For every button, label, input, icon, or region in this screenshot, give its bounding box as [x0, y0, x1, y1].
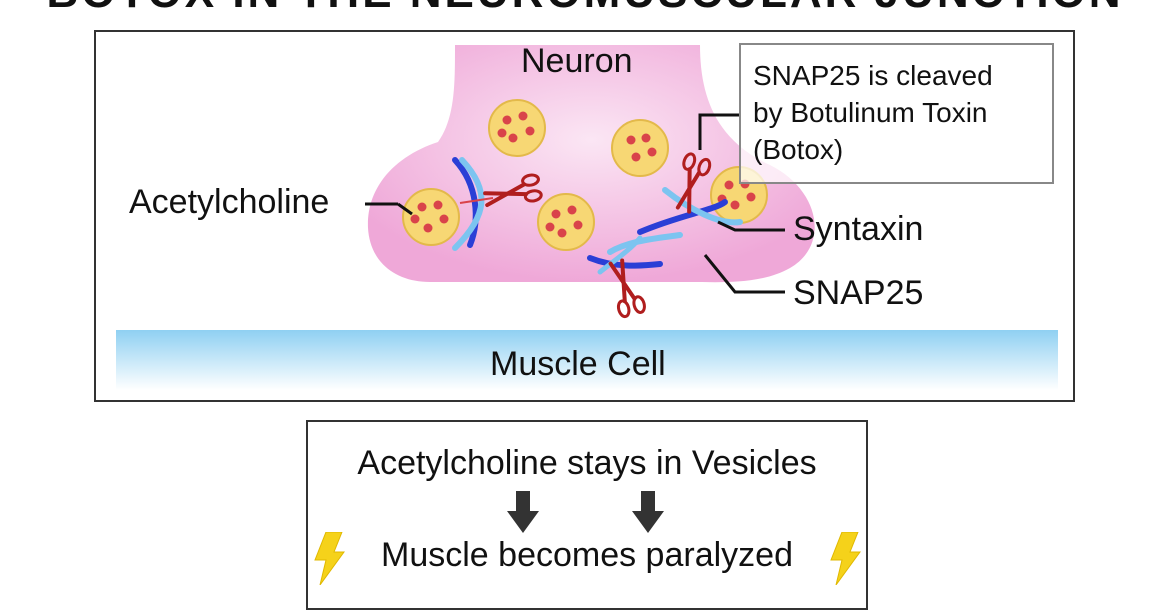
lightning-icon: [830, 532, 861, 585]
diagram-canvas: [116, 45, 1058, 390]
botox-callout: SNAP25 is cleaved by Botulinum Toxin (Bo…: [739, 43, 1054, 184]
down-arrow-icon: [507, 491, 539, 533]
syntaxin-strand: [637, 199, 728, 235]
vesicle-icon: [537, 193, 595, 251]
callout-line-1: SNAP25 is cleaved: [753, 60, 993, 91]
outcome-box: Acetylcholine stays in Vesicles Muscle b…: [306, 420, 868, 610]
scissors-icon: [483, 173, 543, 208]
muscle-cell-band: [116, 330, 1058, 390]
outcome-line-1: Acetylcholine stays in Vesicles: [357, 444, 817, 482]
page-title: BOTOX IN THE NEUROMUSCULAR JUNCTION: [0, 0, 1170, 18]
acetylcholine-label: Acetylcholine: [129, 183, 330, 221]
vesicle-icon: [402, 188, 460, 246]
muscle-cell-label: Muscle Cell: [490, 345, 666, 383]
scissors-icon: [675, 152, 712, 214]
scissors-icon: [608, 258, 646, 319]
snap25-strand: [452, 157, 485, 251]
snap25-strand: [607, 232, 683, 255]
neuron-label: Neuron: [521, 42, 633, 80]
neuron-body: [367, 45, 815, 283]
diagram-frame: [94, 30, 1075, 402]
outcome-line-2: Muscle becomes paralyzed: [381, 536, 793, 574]
syntaxin-strand: [587, 255, 663, 269]
snap25-strand: [597, 235, 643, 275]
vesicle-icon: [611, 119, 669, 177]
lightning-icon: [314, 532, 345, 585]
callout-line-2: by Botulinum Toxin: [753, 97, 988, 128]
down-arrow-icon: [632, 491, 664, 533]
callout-line-3: (Botox): [753, 134, 844, 165]
syntaxin-label: Syntaxin: [793, 210, 924, 248]
leader-syntaxin: [717, 220, 785, 232]
leader-snap25: [703, 254, 785, 294]
syntaxin-strand: [452, 157, 479, 248]
leader-callout: [698, 113, 741, 150]
snap25-label: SNAP25: [793, 274, 924, 312]
vesicle-icon: [488, 99, 546, 157]
snap25-strand: [662, 187, 743, 226]
